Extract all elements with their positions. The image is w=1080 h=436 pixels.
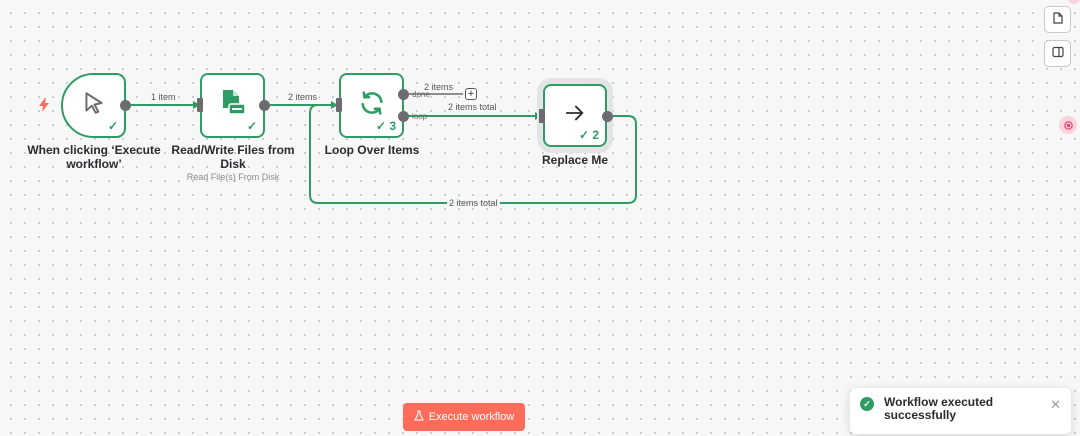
note-icon	[1052, 11, 1064, 29]
node-manual-trigger[interactable]: ✓	[61, 73, 126, 138]
done-output-handle[interactable]	[398, 89, 409, 100]
cursor-icon	[81, 90, 107, 121]
input-handle[interactable]	[539, 109, 545, 123]
edge-label: 2 items	[286, 92, 320, 102]
sticky-note-button[interactable]	[1044, 6, 1071, 33]
success-check: ✓	[246, 119, 257, 133]
arrowhead	[535, 112, 542, 120]
arrowhead	[193, 101, 200, 109]
node-title: Replace Me	[541, 153, 609, 167]
node-subtitle: Read File(s) From Disk	[186, 172, 280, 182]
lightning-icon	[39, 98, 49, 112]
success-toast: ✓ Workflow executed successfully ✕	[850, 388, 1071, 434]
edge-label: 2 items total	[446, 102, 499, 112]
success-check-icon: ✓	[860, 397, 874, 411]
success-check: ✓ 3	[375, 119, 396, 133]
arrowhead	[331, 101, 338, 109]
assistant-icon[interactable]	[1059, 116, 1077, 134]
node-title: Loop Over Items	[324, 143, 420, 157]
toast-message: Workflow executed successfully	[884, 395, 994, 422]
output-handle[interactable]	[120, 100, 131, 111]
notification-dot-icon	[1068, 0, 1080, 4]
output-handle[interactable]	[602, 111, 613, 122]
input-handle[interactable]	[336, 98, 342, 112]
node-read-write-files[interactable]: ✓	[200, 73, 265, 138]
output-handle[interactable]	[259, 100, 270, 111]
flask-icon	[413, 410, 424, 424]
file-disk-icon	[218, 88, 248, 123]
add-node-button[interactable]: +	[465, 88, 477, 100]
loop-output-handle[interactable]	[398, 111, 409, 122]
execute-workflow-button[interactable]: Execute workflow	[403, 403, 525, 431]
node-loop-over-items[interactable]: ✓ 3	[339, 73, 404, 138]
panel-icon	[1051, 45, 1064, 63]
success-check: ✓ 2	[578, 128, 599, 142]
execute-workflow-label: Execute workflow	[428, 411, 515, 423]
edge-label: 1 item	[149, 92, 178, 102]
port-label-done: done	[412, 90, 430, 99]
edge-label: 2 items total	[447, 198, 500, 208]
toggle-panel-button[interactable]	[1044, 40, 1071, 67]
close-icon[interactable]: ✕	[1050, 397, 1061, 412]
port-label-loop: loop	[412, 112, 428, 121]
arrow-right-icon	[564, 102, 586, 129]
node-replace-me[interactable]: ✓ 2	[543, 84, 607, 147]
input-handle[interactable]	[197, 98, 203, 112]
edge-label: 2 items	[422, 82, 456, 92]
node-title: Read/Write Files from Disk	[171, 143, 295, 171]
node-title: When clicking ‘Execute workflow’	[27, 143, 161, 171]
success-check: ✓	[107, 119, 118, 133]
refresh-icon	[358, 89, 386, 122]
